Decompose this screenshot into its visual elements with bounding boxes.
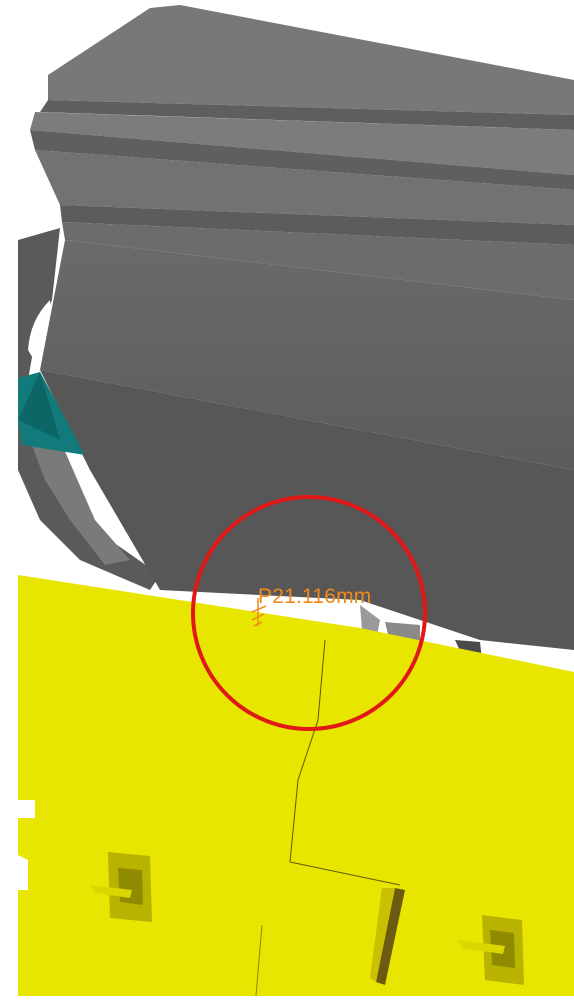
teal-component[interactable] xyxy=(18,372,85,455)
measurement-anchor-icon xyxy=(251,598,267,627)
clip-feature-left[interactable] xyxy=(90,852,152,922)
measurement-annotation[interactable] xyxy=(191,495,427,731)
yellow-part[interactable] xyxy=(18,575,574,997)
gray-housing-body[interactable] xyxy=(30,5,574,660)
measurement-highlight-circle xyxy=(191,495,427,731)
measurement-value-label[interactable]: P21.116mm xyxy=(258,586,371,607)
measurement-prefix: P xyxy=(258,585,273,608)
gray-bracket-arm[interactable] xyxy=(18,228,160,590)
measurement-value: 21.116mm xyxy=(272,585,372,608)
clip-feature-right[interactable] xyxy=(458,915,524,985)
